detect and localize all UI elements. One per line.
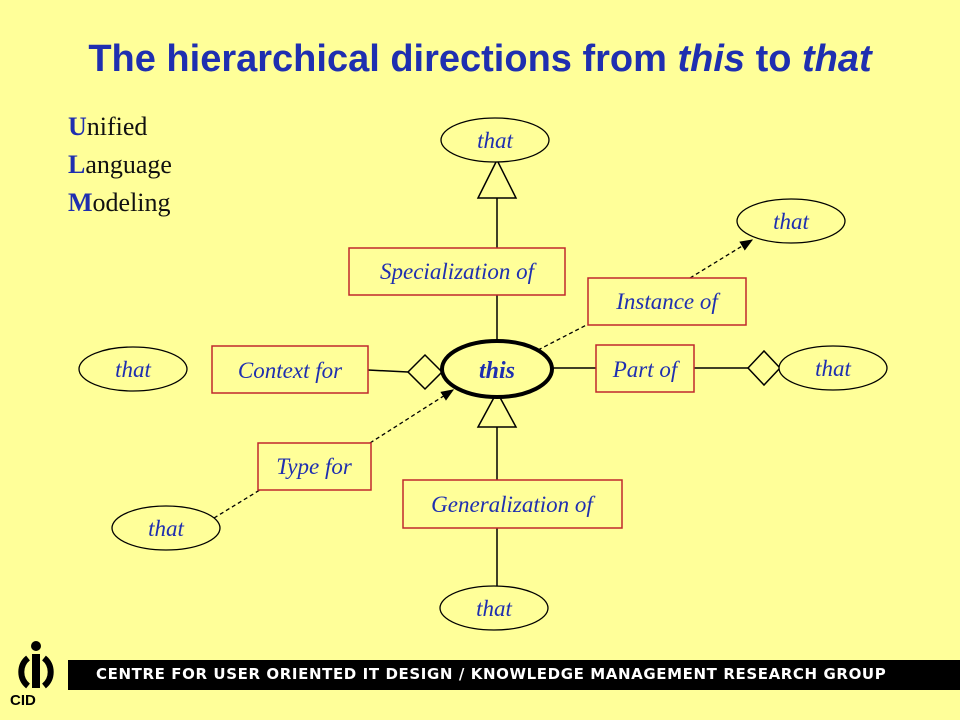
logo-text: CID <box>10 692 36 709</box>
uml-line-language: Language <box>68 150 172 179</box>
title-this: this <box>677 38 746 80</box>
uml-acronym: Unified Language Modeling <box>68 108 172 222</box>
context-box <box>211 345 369 394</box>
part-box <box>595 344 695 393</box>
instance-label: Instance of <box>615 289 721 314</box>
that-label-right: that <box>815 356 851 381</box>
title-mid: to <box>745 38 803 80</box>
instance-box <box>587 277 747 326</box>
that-label-left: that <box>115 357 151 382</box>
this-node <box>440 339 554 399</box>
part-label: Part of <box>612 357 681 382</box>
type-box <box>257 442 372 491</box>
uml-line-unified: Unified <box>68 112 148 141</box>
that-node-left <box>78 346 188 392</box>
aggregation-diamond-right <box>746 349 782 387</box>
that-node-upper-right <box>736 198 846 244</box>
that-label-upper-right: that <box>773 209 809 234</box>
type-arrow <box>369 389 455 444</box>
that-label-lower-left: that <box>148 516 184 541</box>
this-label: this <box>479 358 515 384</box>
that-node-right <box>778 345 888 391</box>
generalization-label: Generalization of <box>431 492 596 517</box>
that-node-top <box>440 117 550 163</box>
instance-arrow-upper <box>689 239 754 279</box>
that-label-bottom: that <box>476 596 512 621</box>
footer-bar <box>68 660 960 690</box>
that-node-bottom <box>439 585 549 631</box>
cid-logo-icon <box>18 641 54 689</box>
type-label: Type for <box>276 454 353 479</box>
generalization-triangle-top <box>476 158 518 199</box>
title-that: that <box>802 38 872 80</box>
specialization-label: Specialization of <box>380 259 538 284</box>
aggregation-diamond-left <box>406 353 444 391</box>
generalization-box <box>402 479 623 529</box>
title-text: The hierarchical directions from <box>88 38 678 80</box>
uml-line-modeling: Modeling <box>68 188 171 217</box>
specialization-box <box>348 247 566 296</box>
that-node-lower-left <box>111 505 221 551</box>
connector-left <box>367 369 409 373</box>
that-label-top: that <box>477 128 513 153</box>
context-label: Context for <box>238 358 343 383</box>
generalization-triangle-bottom <box>476 390 518 428</box>
page-title: The hierarchical directions from this to… <box>0 38 960 81</box>
footer-text: CENTRE FOR USER ORIENTED IT DESIGN / KNO… <box>96 665 887 683</box>
